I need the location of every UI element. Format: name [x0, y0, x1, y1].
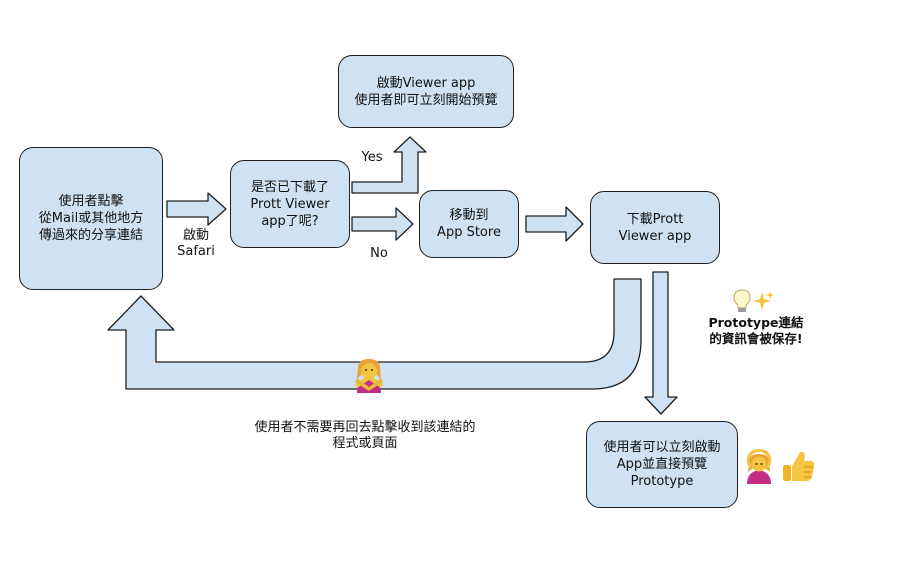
person-gesturing-no-icon [355, 359, 383, 393]
node-launch-preview-text: 使用者可以立刻啟動 App並直接預覽 Prototype [603, 440, 721, 489]
arrow-no [351, 207, 414, 241]
label-link-info-saved: Prototype連結 的資訊會被保存! [708, 315, 804, 346]
arrow-to-preview [644, 271, 678, 415]
arrow-open-safari [166, 192, 227, 226]
node-user-click: 使用者點擊 從Mail或其他地方 傳過來的分享連結 [19, 147, 163, 290]
lightbulb-icon [733, 289, 751, 312]
arrow-to-download [525, 206, 584, 242]
node-user-click-text: 使用者點擊 從Mail或其他地方 傳過來的分享連結 [38, 194, 144, 243]
node-launch-preview: 使用者可以立刻啟動 App並直接預覽 Prototype [586, 421, 738, 508]
node-downloaded-question: 是否已下載了 Prott Viewer app了呢? [230, 160, 350, 248]
person-gesturing-ok-icon [746, 449, 772, 484]
label-yes: Yes [361, 150, 383, 165]
node-downloaded-question-text: 是否已下載了 Prott Viewer app了呢? [250, 179, 330, 229]
node-launch-viewer-text: 啟動Viewer app 使用者即可立刻開始預覽 [354, 75, 498, 108]
node-launch-viewer: 啟動Viewer app 使用者即可立刻開始預覽 [338, 55, 514, 128]
node-download-app: 下載Prott Viewer app [590, 191, 720, 264]
thumbs-up-icon [783, 451, 815, 481]
label-no: No [370, 246, 388, 261]
label-no-need-to-click-again: 使用者不需要再回去點擊收到該連結的 程式或頁面 [254, 420, 476, 451]
sparkles-icon [753, 291, 774, 310]
node-move-app-store-text: 移動到 App Store [437, 208, 501, 240]
arrow-yes [351, 136, 427, 194]
node-download-app-text: 下載Prott Viewer app [618, 211, 692, 244]
node-move-app-store: 移動到 App Store [419, 190, 519, 258]
label-open-safari: 啟動 Safari [177, 228, 215, 259]
